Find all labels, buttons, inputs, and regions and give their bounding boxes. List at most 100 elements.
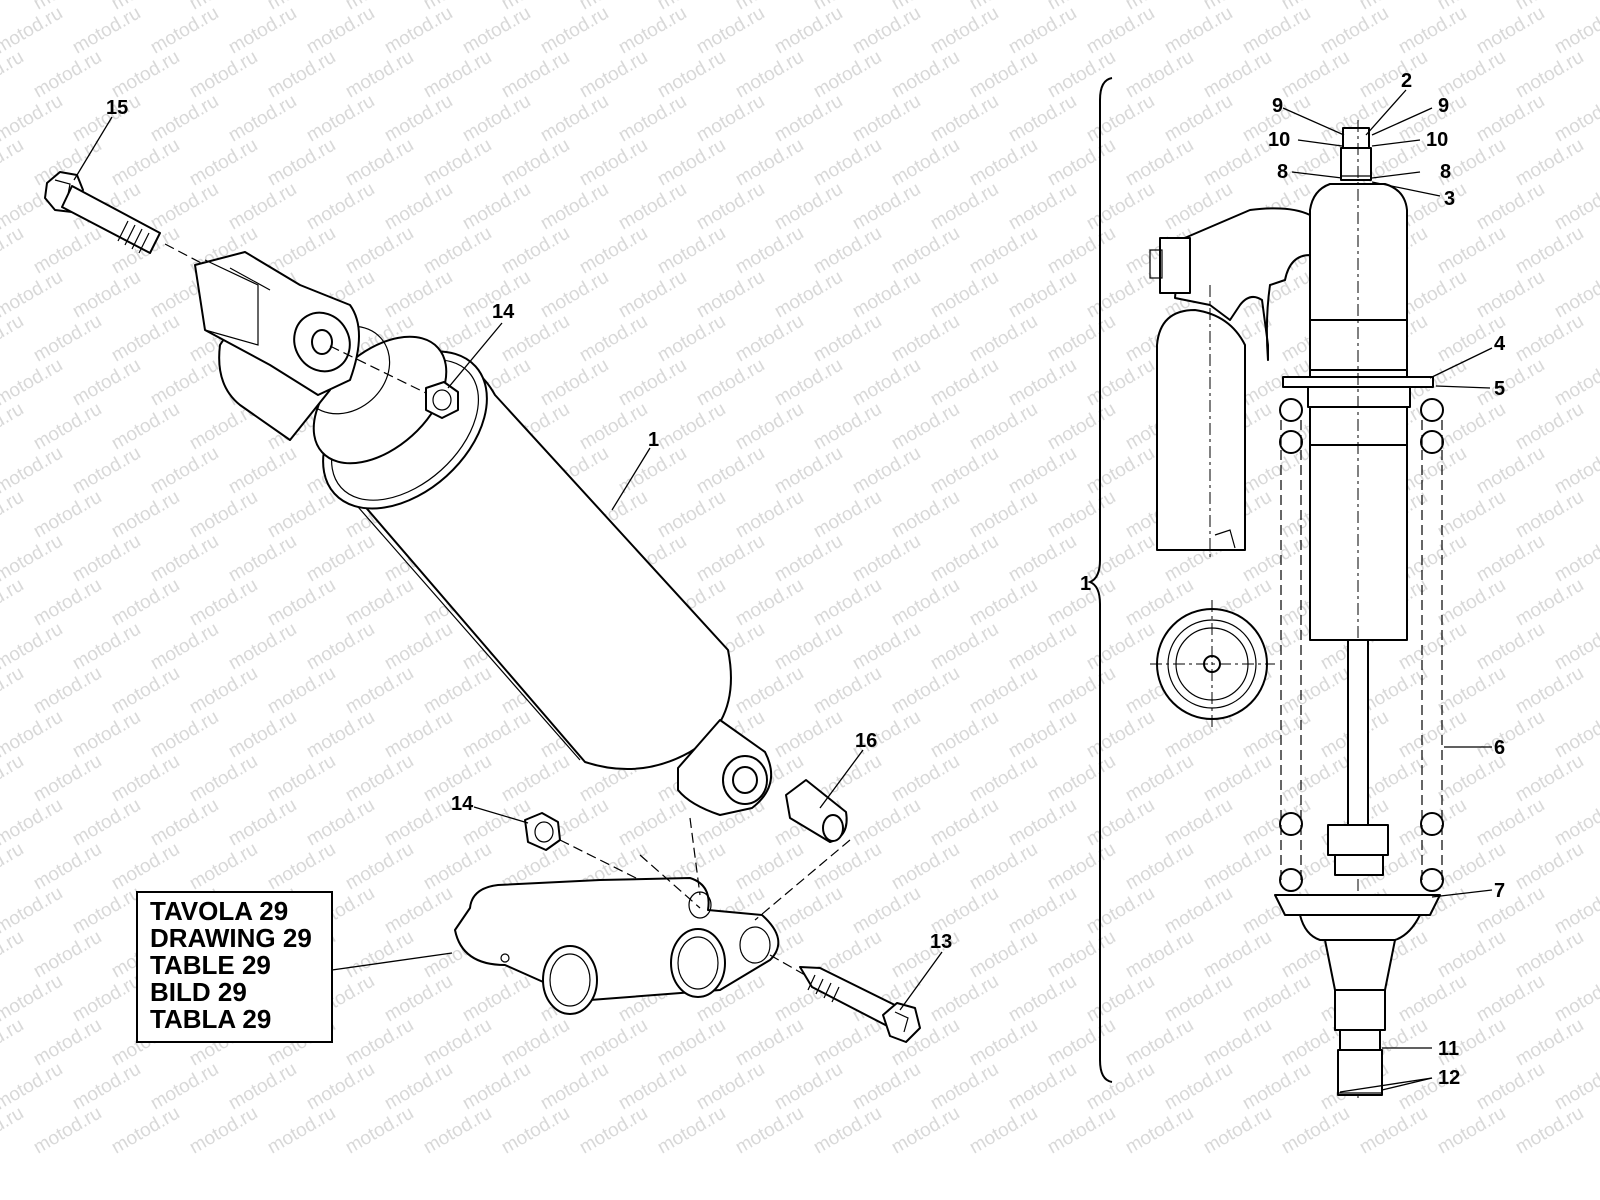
watermark-text: motod.ru xyxy=(1473,267,1548,323)
watermark-text: motod.ru xyxy=(1512,135,1587,191)
watermark-text: motod.ru xyxy=(654,1015,729,1071)
watermark-text: motod.ru xyxy=(381,619,456,675)
watermark-text: motod.ru xyxy=(1083,355,1158,411)
watermark-text: motod.ru xyxy=(1005,1059,1080,1115)
watermark-text: motod.ru xyxy=(186,575,261,631)
watermark-text: motod.ru xyxy=(1473,971,1548,1027)
watermark-text: motod.ru xyxy=(186,47,261,103)
watermark-text: motod.ru xyxy=(459,707,534,763)
watermark-text: motod.ru xyxy=(849,1059,924,1115)
watermark-text: motod.ru xyxy=(342,839,417,895)
watermark-text: motod.ru xyxy=(888,663,963,719)
watermark-text: motod.ru xyxy=(1434,927,1509,983)
watermark-text: motod.ru xyxy=(732,311,807,367)
watermark-text: motod.ru xyxy=(342,575,417,631)
watermark-text: motod.ru xyxy=(264,751,339,807)
watermark-text: motod.ru xyxy=(615,179,690,235)
watermark-text: motod.ru xyxy=(264,47,339,103)
watermark-text: motod.ru xyxy=(576,223,651,279)
watermark-text: motod.ru xyxy=(771,1059,846,1115)
shock-absorber-assembly-view: 1 2 9 9 10 10 8 8 3 4 5 6 7 11 12 xyxy=(1080,70,1506,1100)
watermark-text: motod.ru xyxy=(849,267,924,323)
watermark-text: motod.ru xyxy=(147,1059,222,1115)
watermark-text: motod.ru xyxy=(498,751,573,807)
watermark-text: motod.ru xyxy=(108,1103,183,1159)
watermark-text: motod.ru xyxy=(693,355,768,411)
watermark-text: motod.ru xyxy=(1083,883,1158,939)
watermark-text: motod.ru xyxy=(0,487,27,543)
ref-line-5: TABLA 29 xyxy=(150,1004,271,1034)
watermark-text: motod.ru xyxy=(1239,1059,1314,1115)
damper-body xyxy=(194,251,773,816)
watermark-text: motod.ru xyxy=(849,355,924,411)
watermark-text: motod.ru xyxy=(927,619,1002,675)
watermark-text: motod.ru xyxy=(0,399,27,455)
watermark-text: motod.ru xyxy=(1512,1015,1587,1071)
watermark-text: motod.ru xyxy=(1512,487,1587,543)
watermark-text: motod.ru xyxy=(342,927,417,983)
watermark-text: motod.ru xyxy=(225,443,300,499)
watermark-text: motod.ru xyxy=(576,135,651,191)
linkage-rocker xyxy=(454,817,851,1015)
watermark-text: motod.ru xyxy=(264,135,339,191)
watermark-text: motod.ru xyxy=(927,707,1002,763)
watermark-text: motod.ru xyxy=(381,3,456,59)
watermark-text: motod.ru xyxy=(1044,311,1119,367)
watermark-text: motod.ru xyxy=(1395,971,1470,1027)
watermark-text: motod.ru xyxy=(927,883,1002,939)
watermark-text: motod.ru xyxy=(1278,663,1353,719)
watermark-text: motod.ru xyxy=(186,1103,261,1159)
callout-9-right: 9 xyxy=(1438,95,1449,117)
reference-box: TAVOLA 29 DRAWING 29 TABLE 29 BILD 29 TA… xyxy=(136,891,453,1043)
watermark-text: motod.ru xyxy=(576,1103,651,1159)
watermark-text: motod.ru xyxy=(381,179,456,235)
watermark-text: motod.ru xyxy=(849,883,924,939)
watermark-text: motod.ru xyxy=(1005,355,1080,411)
watermark-text: motod.ru xyxy=(30,751,105,807)
watermark-text: motod.ru xyxy=(459,971,534,1027)
watermark-text: motod.ru xyxy=(1083,795,1158,851)
callout-10-left: 10 xyxy=(1268,129,1290,151)
watermark-text: motod.ru xyxy=(693,3,768,59)
watermark-text: motod.ru xyxy=(615,91,690,147)
watermark-text: motod.ru xyxy=(537,179,612,235)
watermark-text: motod.ru xyxy=(498,47,573,103)
watermark-text: motod.ru xyxy=(888,399,963,455)
watermark-text: motod.ru xyxy=(1161,883,1236,939)
watermark-text: motod.ru xyxy=(1161,795,1236,851)
watermark-text: motod.ru xyxy=(1239,531,1314,587)
watermark-text: motod.ru xyxy=(927,795,1002,851)
watermark-text: motod.ru xyxy=(1044,751,1119,807)
watermark-text: motod.ru xyxy=(0,0,27,14)
watermark-text: motod.ru xyxy=(537,355,612,411)
watermark-text: motod.ru xyxy=(576,311,651,367)
watermark-text: motod.ru xyxy=(1473,531,1548,587)
watermark-text: motod.ru xyxy=(342,47,417,103)
watermark-text: motod.ru xyxy=(1200,927,1275,983)
watermark-text: motod.ru xyxy=(1083,267,1158,323)
watermark-text: motod.ru xyxy=(1512,751,1587,807)
watermark-text: motod.ru xyxy=(1200,751,1275,807)
watermark-text: motod.ru xyxy=(1044,1015,1119,1071)
watermark-text: motod.ru xyxy=(732,47,807,103)
callout-16: 16 xyxy=(855,730,877,752)
watermark-text: motod.ru xyxy=(1005,443,1080,499)
watermark-text: motod.ru xyxy=(849,91,924,147)
watermark-text: motod.ru xyxy=(1473,3,1548,59)
watermark-text: motod.ru xyxy=(1239,3,1314,59)
watermark-text: motod.ru xyxy=(1512,663,1587,719)
watermark-text: motod.ru xyxy=(966,47,1041,103)
watermark-text: motod.ru xyxy=(1512,927,1587,983)
watermark-text: motod.ru xyxy=(966,399,1041,455)
watermark-text: motod.ru xyxy=(303,1059,378,1115)
watermark-text: motod.ru xyxy=(342,663,417,719)
callout-13: 13 xyxy=(930,931,952,953)
watermark-text: motod.ru xyxy=(1083,707,1158,763)
watermark-text: motod.ru xyxy=(459,3,534,59)
watermark-text: motod.ru xyxy=(264,487,339,543)
watermark-text: motod.ru xyxy=(771,619,846,675)
watermark-text: motod.ru xyxy=(147,179,222,235)
watermark-text: motod.ru xyxy=(966,311,1041,367)
watermark-text: motod.ru xyxy=(264,1103,339,1159)
watermark-text: motod.ru xyxy=(810,839,885,895)
